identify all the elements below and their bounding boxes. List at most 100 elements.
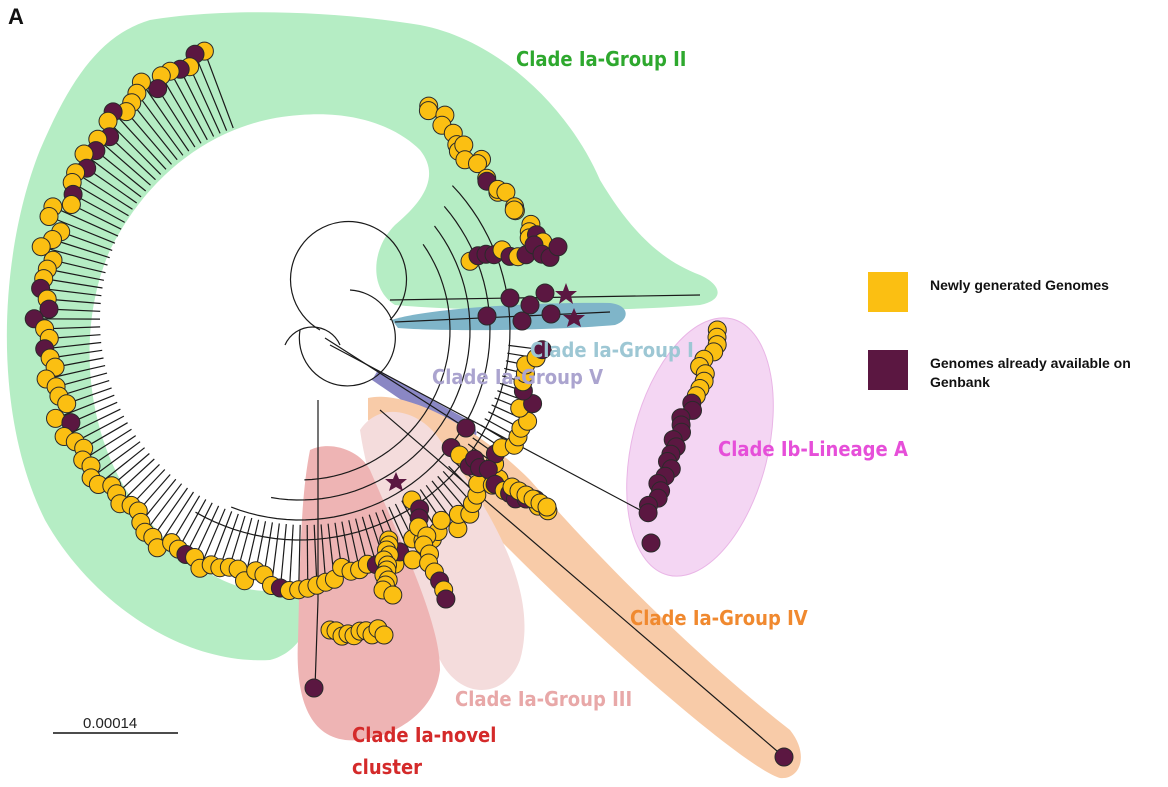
tree-branch bbox=[41, 246, 108, 266]
tree-branch bbox=[144, 483, 183, 533]
tree-branch bbox=[52, 206, 119, 237]
tree-branch bbox=[298, 524, 301, 590]
tree-branch bbox=[131, 102, 178, 161]
legend-swatch-genbank-icon bbox=[868, 350, 908, 390]
genome-tip bbox=[304, 678, 324, 698]
tree-branch bbox=[185, 502, 213, 555]
genome-tip bbox=[436, 589, 456, 609]
genome-tip bbox=[31, 237, 51, 257]
tree-branch bbox=[199, 508, 226, 569]
legend-label: Newly generated Genomes bbox=[930, 277, 1109, 293]
tree-branch bbox=[97, 138, 151, 186]
genome-tip bbox=[57, 394, 77, 414]
tree-branch bbox=[71, 181, 129, 217]
tree-branch bbox=[329, 344, 641, 511]
tree-branch bbox=[324, 337, 467, 429]
clade-label-group-v: Clade Ia-Group V bbox=[432, 365, 603, 389]
tree-branch bbox=[313, 524, 318, 586]
genome-tip bbox=[532, 340, 552, 360]
tree-branch bbox=[314, 599, 319, 689]
tree-branch bbox=[304, 243, 451, 481]
clade-region-group-ii bbox=[6, 12, 718, 661]
tree-branch bbox=[210, 511, 233, 566]
tree-branch bbox=[43, 278, 103, 289]
tree-branch bbox=[289, 220, 408, 331]
genome-tip bbox=[500, 288, 520, 308]
tree-branch bbox=[136, 92, 184, 156]
genome-tip bbox=[403, 550, 423, 570]
tree-branch bbox=[179, 69, 215, 137]
genome-tip bbox=[39, 299, 59, 319]
genome-tip bbox=[418, 101, 438, 121]
tree-tips bbox=[24, 41, 794, 767]
tree-branch bbox=[48, 215, 116, 244]
tree-branch bbox=[379, 409, 785, 758]
tree-branch bbox=[284, 326, 341, 346]
tree-branch bbox=[72, 193, 125, 223]
tree-branch bbox=[203, 50, 234, 129]
genome-tip bbox=[148, 79, 168, 99]
legend-item-genbank-genomes: Genomes already available on Genbank bbox=[868, 350, 1168, 392]
legend: Newly generated Genomes Genomes already … bbox=[868, 272, 1168, 430]
genome-tip bbox=[512, 311, 532, 331]
genome-tip bbox=[535, 283, 555, 303]
tree-branch bbox=[194, 53, 228, 131]
tree-branch bbox=[140, 81, 190, 152]
tree-branch bbox=[125, 111, 172, 165]
clade-label-group-i: Clade Ia-Group I bbox=[530, 338, 694, 362]
genome-tip bbox=[537, 497, 557, 517]
genome-tip bbox=[541, 304, 561, 324]
tree-branch bbox=[306, 524, 309, 589]
tree-branch bbox=[189, 66, 221, 134]
reference-star-marker bbox=[385, 472, 407, 491]
reference-star-marker bbox=[555, 283, 577, 304]
clade-region-novel-cluster bbox=[297, 446, 440, 741]
tree-branch bbox=[47, 268, 105, 281]
genome-tip bbox=[61, 195, 81, 214]
tree-branch bbox=[90, 441, 141, 479]
tree-branch bbox=[157, 88, 196, 148]
clade-region-lineage-a bbox=[626, 317, 774, 577]
tree-branch bbox=[45, 365, 106, 380]
genome-tip bbox=[39, 207, 59, 226]
tree-branch bbox=[82, 428, 132, 461]
tree-branch bbox=[75, 172, 133, 210]
legend-swatch-new-icon bbox=[868, 272, 908, 312]
tree-branch bbox=[169, 70, 208, 141]
tree-branch bbox=[152, 487, 188, 538]
genome-tip bbox=[774, 747, 794, 767]
clade-label-group-ii: Clade Ia-Group II bbox=[516, 47, 687, 71]
tree-branch bbox=[95, 150, 147, 192]
clade-label-lineage-a: Clade Ib-Lineage A bbox=[718, 437, 908, 461]
genome-tip bbox=[477, 306, 497, 326]
genome-tip bbox=[431, 510, 451, 530]
legend-label: Genomes already available on Genbank bbox=[930, 355, 1131, 390]
panel-letter: A bbox=[8, 4, 24, 29]
genome-tip bbox=[496, 182, 516, 202]
clade-label-novel-cluster: Clade Ia-novel cluster bbox=[352, 723, 503, 779]
genome-tip bbox=[468, 154, 487, 174]
tree-branch bbox=[288, 524, 294, 591]
reference-star-marker bbox=[563, 308, 585, 327]
tree-branch bbox=[298, 289, 396, 387]
genome-tip bbox=[456, 418, 476, 438]
tree-branch bbox=[160, 75, 202, 144]
genome-tip bbox=[504, 200, 524, 220]
tree-branch bbox=[83, 153, 142, 198]
tree-branch bbox=[55, 394, 115, 419]
clade-label-group-iii: Clade Ia-Group III bbox=[455, 687, 632, 711]
tree-branch bbox=[109, 136, 156, 181]
tree-branch bbox=[279, 524, 287, 589]
tree-branch bbox=[63, 408, 121, 438]
clade-label-group-iv: Clade Ia-Group IV bbox=[630, 606, 808, 630]
tree-branch bbox=[320, 524, 327, 583]
genome-tip bbox=[548, 237, 568, 257]
genome-tip bbox=[383, 585, 403, 605]
tree-branch bbox=[112, 111, 167, 170]
tree-branch bbox=[52, 238, 110, 259]
genome-tip bbox=[641, 533, 661, 553]
legend-item-new-genomes: Newly generated Genomes bbox=[868, 272, 1168, 312]
tree-branch bbox=[107, 120, 162, 175]
scale-bar-label: 0.00014 bbox=[83, 715, 137, 732]
